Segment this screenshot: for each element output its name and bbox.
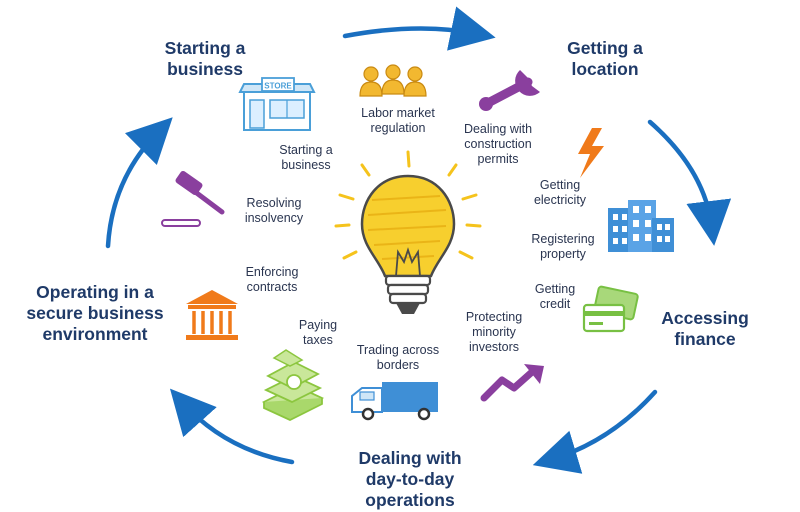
indicator-construction-permits: Dealing with construction permits xyxy=(463,122,533,166)
credit-card-icon xyxy=(582,285,639,333)
cycle-arrow-left xyxy=(105,117,173,249)
indicator-resolving-insolvency: Resolving insolvency xyxy=(244,196,304,225)
cycle-arrow-bottom-right xyxy=(532,389,658,474)
store-sign-text: STORE xyxy=(264,82,292,91)
building-icon xyxy=(608,200,674,252)
indicator-protecting-minority-investors: Protecting minority investors xyxy=(465,310,523,354)
wrench-icon xyxy=(479,70,540,111)
lightbulb-icon xyxy=(334,150,482,314)
workers-icon xyxy=(359,64,427,97)
gavel-icon xyxy=(161,170,225,227)
truck-icon xyxy=(351,382,438,421)
indicator-trading-across-borders: Trading across borders xyxy=(356,343,440,372)
stage-starting-a-business: Starting a business xyxy=(164,38,246,79)
stage-day-to-day-operations: Dealing with day-to-day operations xyxy=(358,448,462,510)
indicator-starting-a-business: Starting a business xyxy=(279,143,333,172)
stage-getting-a-location: Getting a location xyxy=(567,38,643,79)
lightning-icon xyxy=(578,128,604,178)
stage-accessing-finance: Accessing finance xyxy=(661,308,749,349)
indicator-enforcing-contracts: Enforcing contracts xyxy=(245,265,299,294)
indicator-getting-electricity: Getting electricity xyxy=(533,178,587,207)
indicator-paying-taxes: Paying taxes xyxy=(298,318,338,347)
store-icon: STORE xyxy=(238,77,316,131)
courthouse-icon xyxy=(186,290,238,340)
cycle-arrow-right xyxy=(647,119,732,246)
indicator-registering-property: Registering property xyxy=(531,232,595,261)
stage-secure-business-environment: Operating in a secure business environme… xyxy=(26,282,164,344)
cycle-arrow-bottom-left xyxy=(169,388,295,465)
trend-arrow-icon xyxy=(480,364,544,402)
money-stack-icon xyxy=(261,349,325,421)
cycle-arrow-top xyxy=(342,6,496,51)
indicator-getting-credit: Getting credit xyxy=(534,282,576,311)
indicator-labor-market-regulation: Labor market regulation xyxy=(361,106,435,135)
